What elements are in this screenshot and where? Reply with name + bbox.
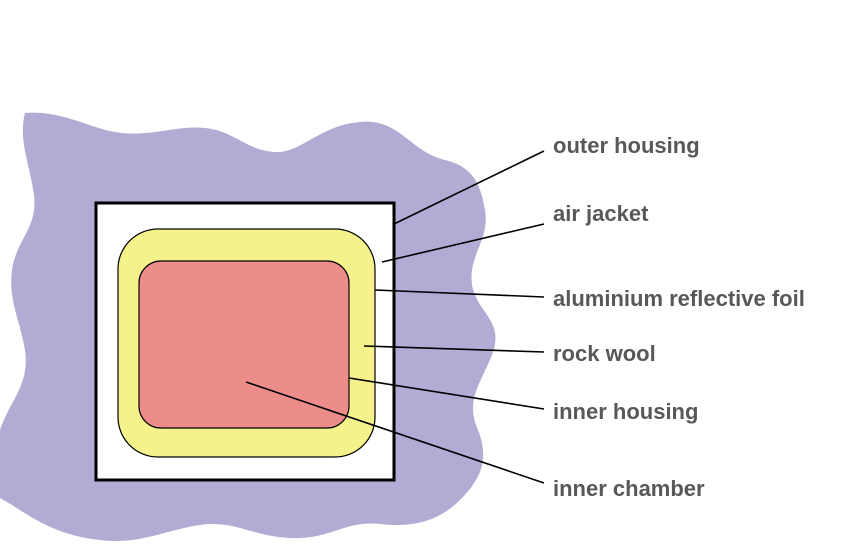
leader-line-outer-housing [393,150,545,225]
leader-line-rock-wool [363,345,545,353]
leader-line-aluminium-foil [374,289,545,298]
leader-line-air-jacket [381,223,545,263]
leader-line-inner-chamber [245,381,545,484]
label-rock-wool: rock wool [553,341,656,366]
label-inner-housing: inner housing [553,399,698,424]
label-outer-housing: outer housing [553,133,700,158]
label-air-jacket: air jacket [553,201,649,226]
inner-chamber-area [138,260,350,429]
leader-line-inner-housing [348,377,545,410]
label-inner-chamber: inner chamber [553,476,705,501]
label-aluminium-reflective-foil: aluminium reflective foil [553,286,805,311]
